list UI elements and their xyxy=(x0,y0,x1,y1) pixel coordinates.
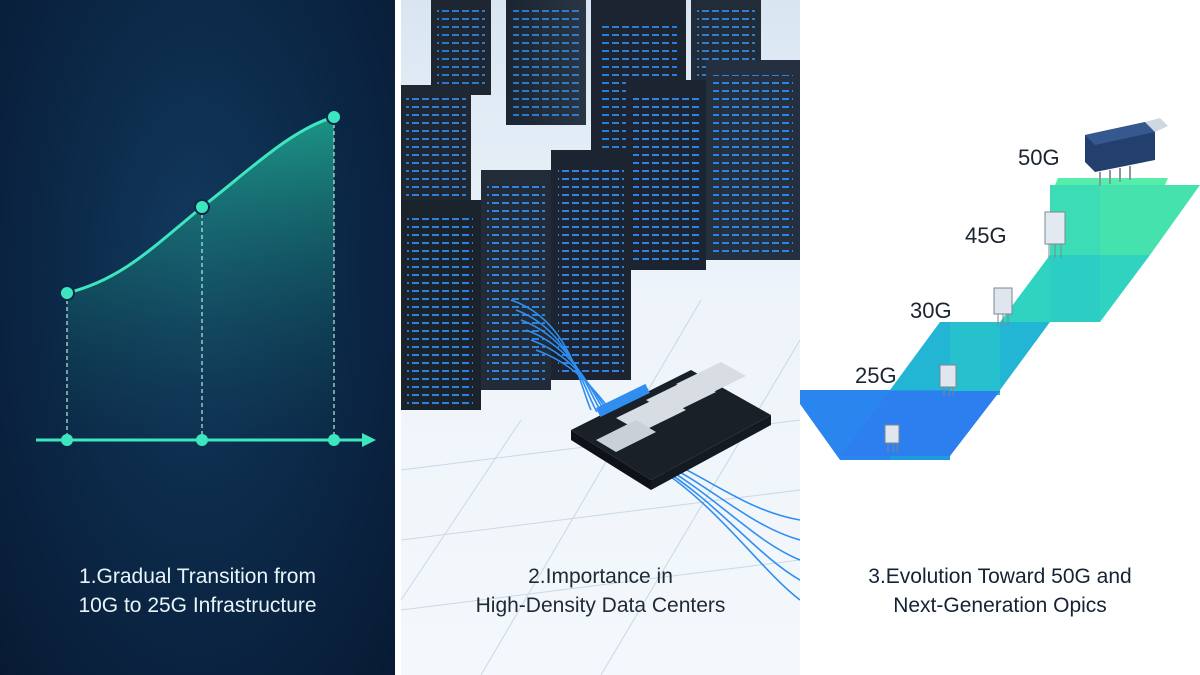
caption-line-2: High-Density Data Centers xyxy=(475,594,726,617)
panel-data-center: 2.Importance in High-Density Data Center… xyxy=(401,0,800,675)
panel-divider xyxy=(395,0,401,675)
caption-evolution: 3.Evolution Toward 50G and Next-Generati… xyxy=(800,562,1200,620)
module-45g-icon xyxy=(993,287,1013,326)
module-next-gen-icon xyxy=(1085,118,1168,186)
caption-line-1: 3.Evolution Toward 50G and xyxy=(868,565,1132,588)
module-50g-icon xyxy=(1044,211,1066,258)
caption-line-1: 2.Importance in xyxy=(528,565,673,588)
server-rack-front-left xyxy=(401,85,631,410)
staircase-illustration: 25G 30G 45G 50G xyxy=(800,118,1200,460)
axis-point-2 xyxy=(196,434,208,446)
panel-evolution: 25G 30G 45G 50G 3.Evolution Toward 50G a… xyxy=(800,0,1200,675)
staircase xyxy=(800,178,1200,460)
step-label-25g: 25G xyxy=(855,363,897,388)
server-rack-right xyxy=(626,60,800,270)
panel-transition: 1.Gradual Transition from 10G to 25G Inf… xyxy=(0,0,395,675)
growth-area xyxy=(67,117,334,440)
caption-line-1: 1.Gradual Transition from xyxy=(79,565,316,588)
module-25g-icon xyxy=(884,424,900,452)
axis-point-3 xyxy=(328,434,340,446)
curve-point-1 xyxy=(59,285,75,301)
axis-arrow-icon xyxy=(362,433,376,447)
step-label-30g: 30G xyxy=(910,298,952,323)
caption-data-center: 2.Importance in High-Density Data Center… xyxy=(401,562,800,620)
caption-line-2: Next-Generation Opics xyxy=(893,594,1107,617)
axis-point-1 xyxy=(61,434,73,446)
caption-line-2: 10G to 25G Infrastructure xyxy=(78,594,317,617)
module-30g-icon xyxy=(939,364,957,396)
step-label-50g: 50G xyxy=(1018,145,1060,170)
growth-chart-illustration xyxy=(36,109,376,447)
step-label-45g: 45G xyxy=(965,223,1007,248)
data-center-illustration xyxy=(401,0,800,675)
caption-transition: 1.Gradual Transition from 10G to 25G Inf… xyxy=(0,562,395,620)
network-switch-board xyxy=(571,362,771,490)
curve-point-2 xyxy=(194,199,210,215)
curve-point-3 xyxy=(326,109,342,125)
